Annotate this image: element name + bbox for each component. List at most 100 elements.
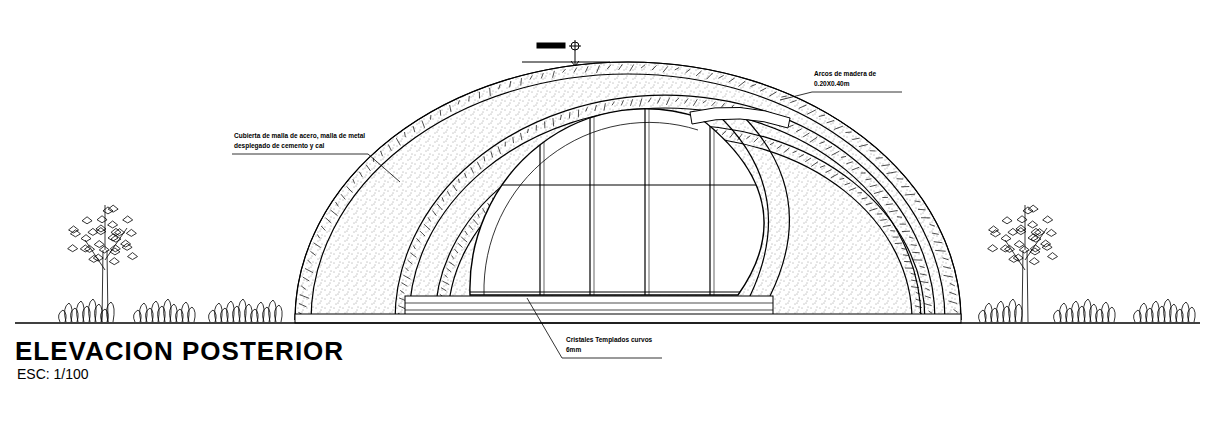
wood-grain bbox=[905, 268, 913, 269]
wood-grain bbox=[890, 230, 895, 231]
wood-grain bbox=[527, 129, 529, 133]
wood-grain bbox=[544, 121, 545, 128]
wood-grain bbox=[886, 203, 893, 205]
wood-grain bbox=[541, 73, 543, 79]
wood-grain bbox=[413, 245, 415, 249]
wood-grain bbox=[943, 267, 951, 269]
transom bbox=[440, 184, 800, 185]
shrub bbox=[134, 299, 196, 322]
wood-grain bbox=[693, 99, 697, 106]
wood-grain bbox=[841, 156, 846, 157]
wood-grain bbox=[930, 224, 935, 226]
glass-window bbox=[470, 109, 764, 295]
wood-grain bbox=[630, 99, 632, 106]
curved-rib bbox=[735, 108, 789, 296]
wood-grain bbox=[479, 92, 480, 99]
wood-grain bbox=[789, 125, 793, 127]
wood-grain bbox=[882, 197, 888, 198]
wood-grain bbox=[852, 167, 860, 170]
wood-grain bbox=[347, 187, 353, 193]
wood-grain bbox=[918, 209, 926, 211]
wood-grain bbox=[852, 138, 859, 139]
wood-grain bbox=[769, 92, 776, 96]
wood-grain bbox=[911, 287, 919, 288]
ground-line bbox=[15, 322, 1200, 323]
wood-grain bbox=[934, 242, 943, 243]
wood-grain bbox=[341, 194, 345, 199]
wood-grain bbox=[432, 211, 436, 216]
wood-grain bbox=[335, 202, 338, 207]
mullion bbox=[714, 100, 715, 296]
curved-rib bbox=[715, 112, 769, 296]
mullion bbox=[709, 100, 710, 296]
mullion bbox=[644, 100, 645, 296]
wood-grain bbox=[928, 311, 932, 314]
wood-grain bbox=[403, 275, 410, 279]
wood-grain bbox=[536, 125, 537, 130]
wood-grain bbox=[469, 225, 473, 230]
wood-grain bbox=[866, 203, 873, 205]
wood-beam bbox=[690, 107, 790, 128]
wood-grain bbox=[790, 100, 796, 102]
wood-grain bbox=[903, 254, 909, 256]
tree bbox=[988, 205, 1058, 322]
plinth bbox=[295, 314, 961, 323]
wood-grain bbox=[932, 233, 939, 234]
wood-grain bbox=[465, 231, 468, 235]
wood-grain bbox=[458, 100, 459, 104]
wood-grain bbox=[473, 219, 478, 224]
wood-grain bbox=[512, 137, 514, 143]
wood-grain bbox=[505, 142, 506, 147]
wood-grain bbox=[574, 67, 577, 72]
wood-grain bbox=[881, 165, 890, 166]
wood-grain bbox=[905, 194, 915, 196]
wood-grain bbox=[730, 132, 734, 137]
wood-grain bbox=[420, 231, 425, 236]
wood-grain bbox=[826, 170, 832, 173]
step-line bbox=[405, 303, 773, 304]
wood-grain bbox=[845, 183, 851, 185]
wood-grain bbox=[696, 71, 702, 76]
wood-grain bbox=[684, 98, 688, 103]
wood-grain bbox=[897, 178, 904, 179]
wood-grain bbox=[402, 283, 408, 287]
annotation: Arcos de madera de 0.20X0.40m bbox=[814, 69, 904, 89]
wood-grain bbox=[648, 98, 651, 102]
wood-grain bbox=[948, 301, 957, 304]
wood-grain bbox=[920, 274, 927, 275]
wood-grain bbox=[777, 145, 782, 149]
wood-grain bbox=[597, 65, 600, 73]
wood-grain bbox=[738, 81, 745, 86]
wood-grain bbox=[612, 102, 614, 106]
wood-grain bbox=[857, 192, 861, 193]
wood-grain bbox=[640, 98, 642, 106]
wood-grain bbox=[301, 286, 306, 290]
wood-grain bbox=[819, 115, 825, 116]
wood-grain bbox=[811, 162, 818, 167]
wood-grain bbox=[489, 88, 491, 96]
wood-grain bbox=[483, 208, 486, 213]
wood-grain bbox=[911, 273, 916, 274]
annotation: Cristales Templados curvos 6mm bbox=[566, 335, 662, 355]
transom bbox=[440, 291, 800, 292]
wood-grain bbox=[861, 172, 866, 173]
wood-grain bbox=[657, 98, 660, 104]
wood-grain bbox=[849, 188, 856, 191]
wood-grain bbox=[805, 158, 811, 162]
wood-grain bbox=[827, 120, 835, 122]
wood-grain bbox=[803, 133, 809, 137]
wood-grain bbox=[471, 167, 474, 173]
wood-grain bbox=[703, 100, 707, 103]
leader-line bbox=[527, 298, 662, 358]
wood-grain bbox=[305, 268, 313, 272]
wood-grain bbox=[676, 98, 679, 102]
wood-grain bbox=[820, 166, 825, 168]
wood-grain bbox=[303, 277, 309, 281]
wood-grain bbox=[889, 211, 897, 212]
wood-grain bbox=[718, 75, 723, 78]
wood-grain bbox=[447, 268, 451, 271]
wood-grain bbox=[465, 173, 467, 178]
wood-grain bbox=[499, 84, 501, 89]
wood-grain bbox=[781, 96, 786, 97]
wood-grain bbox=[552, 118, 554, 126]
